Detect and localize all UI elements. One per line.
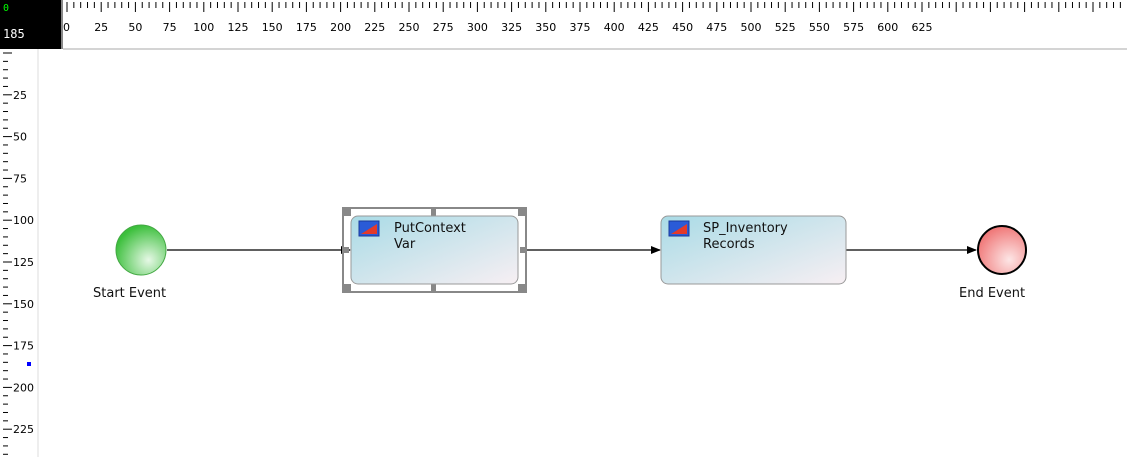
task-spinventory-box[interactable] <box>660 215 847 285</box>
vertical-ruler-label: 50 <box>13 131 27 144</box>
vertical-ruler-label: 200 <box>13 381 34 394</box>
horizontal-ruler-label: 325 <box>501 21 522 34</box>
horizontal-ruler-label: 275 <box>433 21 454 34</box>
task-selection-frame[interactable] <box>342 207 527 293</box>
horizontal-ruler-label: 500 <box>741 21 762 34</box>
horizontal-ruler-label: 125 <box>228 21 249 34</box>
start-event-label: Start Event <box>93 286 167 301</box>
horizontal-ruler-label: 625 <box>912 21 933 34</box>
horizontal-ruler-label: 350 <box>535 21 556 34</box>
vertical-ruler-label: 125 <box>13 256 34 269</box>
task-spinventory-label: SP_Inventory Records <box>703 221 788 252</box>
vertical-ruler-label: 175 <box>13 340 34 353</box>
horizontal-ruler-label: 375 <box>570 21 591 34</box>
horizontal-ruler-label: 475 <box>706 21 727 34</box>
horizontal-ruler-label: 400 <box>604 21 625 34</box>
horizontal-ruler-label: 450 <box>672 21 693 34</box>
horizontal-ruler-label: 175 <box>296 21 317 34</box>
end-event-circle[interactable] <box>977 225 1027 275</box>
vertical-ruler-label: 150 <box>13 298 34 311</box>
task-icon <box>668 220 690 237</box>
horizontal-ruler: 0 25 50 75 100 125 150 175 200 225 250 275 300 325 350… <box>63 0 1127 49</box>
horizontal-ruler-label: 300 <box>467 21 488 34</box>
end-event-label: End Event <box>959 286 1026 301</box>
cursor-y-readout: 185 <box>3 27 25 41</box>
ruler-corner: 0 185 <box>0 0 63 49</box>
horizontal-ruler-label: 200 <box>330 21 351 34</box>
task-putcontextvar-label: PutContext Var <box>394 221 466 252</box>
horizontal-ruler-label: 50 <box>128 21 142 34</box>
horizontal-ruler-label: 100 <box>193 21 214 34</box>
task-icon <box>358 220 380 237</box>
horizontal-ruler-label: 575 <box>843 21 864 34</box>
horizontal-ruler-label: 550 <box>809 21 830 34</box>
cursor-x-readout: 0 <box>3 3 10 14</box>
vertical-ruler-label: 25 <box>13 89 27 102</box>
horizontal-ruler-label: 250 <box>399 21 420 34</box>
vertical-ruler: 25 50 75 100 125 150 175 200 225 <box>0 49 38 457</box>
task-putcontextvar-box[interactable] <box>350 215 519 285</box>
horizontal-ruler-label: 225 <box>364 21 385 34</box>
vertical-ruler-position-marker <box>27 362 31 366</box>
vertical-ruler-label: 75 <box>13 172 27 185</box>
horizontal-ruler-label: 25 <box>94 21 108 34</box>
horizontal-ruler-label: 75 <box>163 21 177 34</box>
horizontal-ruler-label: 0 <box>63 21 70 34</box>
vertical-ruler-label: 100 <box>13 214 34 227</box>
horizontal-ruler-label: 600 <box>877 21 898 34</box>
horizontal-ruler-label: 150 <box>262 21 283 34</box>
start-event-circle[interactable] <box>115 224 167 276</box>
horizontal-ruler-label: 525 <box>775 21 796 34</box>
horizontal-ruler-label: 425 <box>638 21 659 34</box>
vertical-ruler-label: 225 <box>13 423 34 436</box>
